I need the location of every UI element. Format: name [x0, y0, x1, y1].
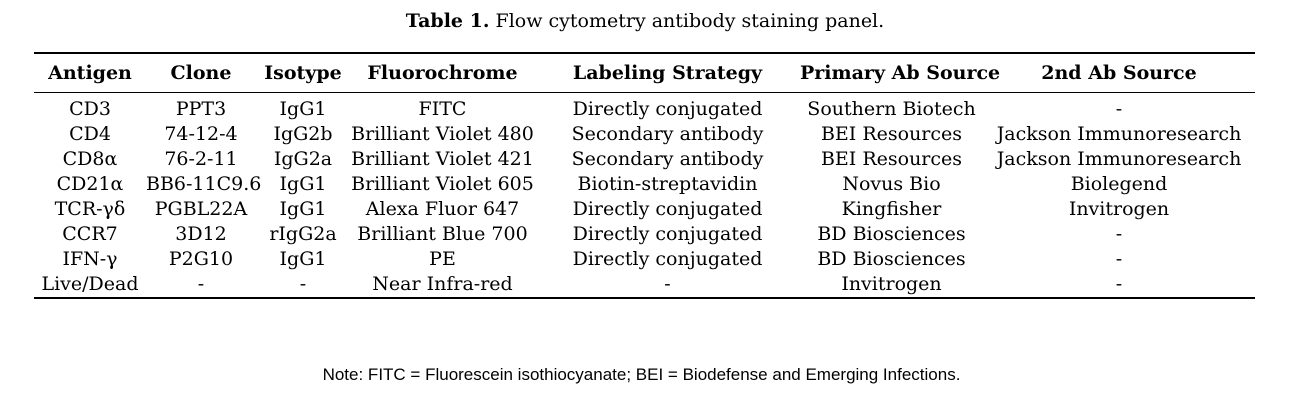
cell-isotype: IgG1 — [279, 248, 327, 270]
cell-2nd-ab-source: - — [1115, 248, 1123, 270]
cell-clone: 76-2-11 — [164, 148, 238, 170]
cell-2nd-ab-source: - — [1115, 223, 1123, 245]
antibody-panel-table: Antigen Clone Isotype Fluorochrome Label… — [34, 52, 1255, 299]
cell-clone: BB6-11C9.6 — [146, 173, 262, 195]
cell-labeling-strategy: Directly conjugated — [572, 98, 763, 120]
table-row: CD21α BB6-11C9.6 IgG1 Brilliant Violet 6… — [34, 172, 1255, 197]
cell-antigen: CD4 — [69, 123, 111, 145]
table-row: Live/Dead - - Near Infra-red - Invitroge… — [34, 272, 1255, 298]
cell-fluorochrome: Brilliant Blue 700 — [357, 223, 528, 245]
cell-2nd-ab-source: - — [1115, 98, 1123, 120]
cell-antigen: Live/Dead — [41, 273, 139, 295]
cell-antigen: CD3 — [69, 98, 111, 120]
table-row: CCR7 3D12 rIgG2a Brilliant Blue 700 Dire… — [34, 222, 1255, 247]
cell-isotype: IgG1 — [279, 98, 327, 120]
cell-antigen: CCR7 — [62, 223, 118, 245]
cell-clone: - — [197, 273, 205, 295]
cell-2nd-ab-source: Biolegend — [1070, 173, 1168, 195]
cell-2nd-ab-source: Jackson Immunoresearch — [996, 123, 1242, 145]
cell-fluorochrome: FITC — [418, 98, 467, 120]
cell-isotype: IgG1 — [279, 173, 327, 195]
cell-fluorochrome: Brilliant Violet 480 — [351, 123, 534, 145]
table-row: CD4 74-12-4 IgG2b Brilliant Violet 480 S… — [34, 122, 1255, 147]
table-header-row: Antigen Clone Isotype Fluorochrome Label… — [34, 53, 1255, 93]
cell-primary-ab-source: BEI Resources — [820, 123, 963, 145]
table-row: CD3 PPT3 IgG1 FITC Directly conjugated S… — [34, 93, 1255, 123]
cell-2nd-ab-source: Invitrogen — [1068, 198, 1170, 220]
header-2nd-ab-source: 2nd Ab Source — [1041, 62, 1197, 84]
cell-clone: P2G10 — [168, 248, 234, 270]
cell-labeling-strategy: Secondary antibody — [571, 148, 764, 170]
cell-labeling-strategy: Directly conjugated — [572, 248, 763, 270]
header-isotype: Isotype — [264, 62, 342, 84]
cell-fluorochrome: Alexa Fluor 647 — [365, 198, 520, 220]
table-caption-text: Flow cytometry antibody staining panel. — [495, 10, 885, 32]
table-row: IFN-γ P2G10 IgG1 PE Directly conjugated … — [34, 247, 1255, 272]
cell-antigen: CD21α — [56, 173, 124, 195]
cell-primary-ab-source: BD Biosciences — [817, 223, 966, 245]
header-clone: Clone — [170, 62, 232, 84]
cell-primary-ab-source: Invitrogen — [841, 273, 942, 295]
cell-isotype: IgG2a — [273, 148, 333, 170]
cell-labeling-strategy: Directly conjugated — [572, 223, 763, 245]
cell-isotype: IgG2b — [273, 123, 333, 145]
table-caption: Table 1. Flow cytometry antibody stainin… — [0, 10, 1290, 32]
header-fluorochrome: Fluorochrome — [367, 62, 518, 84]
antibody-panel-table-container: Antigen Clone Isotype Fluorochrome Label… — [34, 52, 1255, 299]
cell-antigen: IFN-γ — [62, 248, 118, 270]
cell-labeling-strategy: - — [664, 273, 671, 295]
table-caption-label: Table 1. — [405, 10, 490, 32]
cell-labeling-strategy: Directly conjugated — [572, 198, 763, 220]
table-footnote: Note: FITC = Fluorescein isothiocyanate;… — [322, 365, 961, 384]
cell-clone: 3D12 — [175, 223, 227, 245]
table-row: TCR-γδ PGBL22A IgG1 Alexa Fluor 647 Dire… — [34, 197, 1255, 222]
cell-antigen: CD8α — [62, 148, 118, 170]
header-labeling-strategy: Labeling Strategy — [572, 62, 763, 84]
cell-labeling-strategy: Secondary antibody — [571, 123, 764, 145]
cell-isotype: rIgG2a — [269, 223, 337, 245]
header-primary-ab-source: Primary Ab Source — [800, 62, 1001, 84]
cell-isotype: IgG1 — [279, 198, 327, 220]
cell-fluorochrome: PE — [429, 248, 456, 270]
cell-primary-ab-source: BEI Resources — [820, 148, 963, 170]
cell-antigen: TCR-γδ — [54, 198, 126, 220]
cell-fluorochrome: Near Infra-red — [372, 273, 513, 295]
cell-fluorochrome: Brilliant Violet 605 — [351, 173, 534, 195]
header-antigen: Antigen — [48, 62, 132, 84]
cell-clone: PGBL22A — [154, 198, 248, 220]
cell-primary-ab-source: Southern Biotech — [807, 98, 976, 120]
cell-primary-ab-source: Kingfisher — [841, 198, 942, 220]
cell-primary-ab-source: BD Biosciences — [817, 248, 966, 270]
table-row: CD8α 76-2-11 IgG2a Brilliant Violet 421 … — [34, 147, 1255, 172]
cell-labeling-strategy: Biotin-streptavidin — [577, 173, 758, 195]
cell-primary-ab-source: Novus Bio — [842, 173, 941, 195]
cell-isotype: - — [299, 273, 307, 295]
cell-clone: PPT3 — [175, 98, 227, 120]
cell-2nd-ab-source: Jackson Immunoresearch — [996, 148, 1242, 170]
cell-fluorochrome: Brilliant Violet 421 — [351, 148, 534, 170]
cell-clone: 74-12-4 — [164, 123, 238, 145]
cell-2nd-ab-source: - — [1115, 273, 1123, 295]
